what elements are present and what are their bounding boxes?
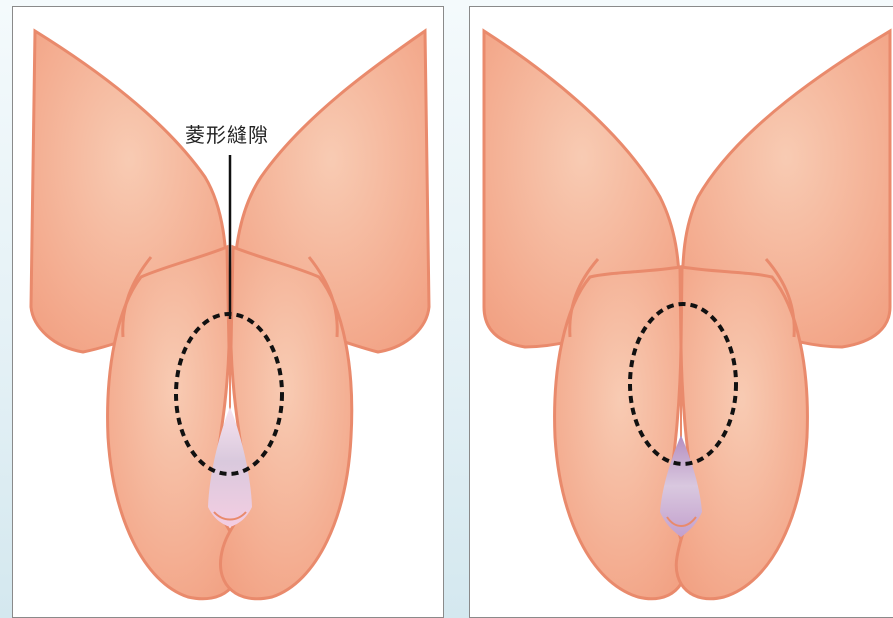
right-lower-lobe <box>676 267 807 599</box>
left-diagram-panel: 菱形縫隙 <box>12 6 444 618</box>
right-diagram-svg <box>470 7 893 618</box>
diamond-gap-label: 菱形縫隙 <box>185 119 269 148</box>
left-diagram-svg <box>13 7 444 618</box>
left-lower-lobe <box>555 267 686 599</box>
right-diagram-panel <box>469 6 893 618</box>
